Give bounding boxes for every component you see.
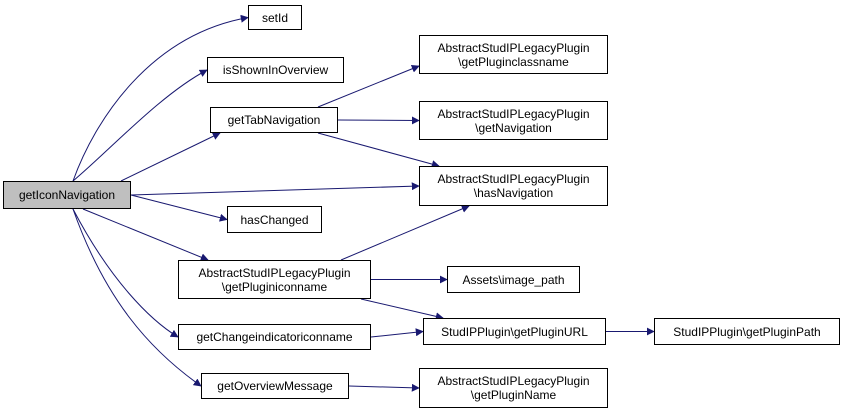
node-label: isShownInOverview (222, 63, 329, 77)
node-get-change-indicator-icon-name[interactable]: getChangeindicatoriconname (178, 324, 371, 350)
node-label: getOverviewMessage (217, 379, 333, 393)
node-label-line-1: AbstractStudIPLegacyPlugin (437, 172, 590, 186)
edge-root-to-hasNav (130, 182, 420, 196)
edge-root-to-overviewMsg (72, 208, 202, 387)
node-assets-image-path[interactable]: Assets\image_path (447, 266, 580, 293)
node-get-plugin-class-name[interactable]: AbstractStudIPLegacyPlugin \getPlugincla… (419, 35, 608, 74)
node-has-changed[interactable]: hasChanged (227, 206, 322, 233)
node-label: StudIPPlugin\getPluginURL (441, 324, 588, 339)
node-get-plugin-name[interactable]: AbstractStudIPLegacyPlugin \getPluginNam… (419, 368, 608, 408)
call-edges (72, 14, 655, 392)
node-label-line-2: \hasNavigation (473, 186, 554, 200)
edge-root-to-getTab (120, 132, 221, 182)
node-label: hasChanged (240, 212, 309, 227)
edge-root-to-hasChanged (130, 194, 228, 222)
node-get-overview-message[interactable]: getOverviewMessage (201, 373, 349, 399)
edge-getTab-to-getNav (337, 116, 420, 125)
node-get-plugin-path[interactable]: StudIPPlugin\getPluginPath (654, 318, 840, 345)
node-label-line-2: \getPluginiconname (221, 279, 328, 294)
node-get-plugin-icon-name[interactable]: AbstractStudIPLegacyPlugin \getPluginico… (178, 260, 371, 299)
node-get-plugin-url[interactable]: StudIPPlugin\getPluginURL (423, 318, 606, 345)
node-is-shown-in-overview[interactable]: isShownInOverview (207, 57, 344, 83)
node-set-id[interactable]: setId (248, 5, 302, 30)
node-label: getChangeindicatoriconname (196, 330, 353, 344)
node-label: setId (261, 10, 288, 25)
node-label-line-2: \getPluginName (470, 388, 557, 402)
edge-root-to-setId (72, 14, 249, 182)
node-has-navigation[interactable]: AbstractStudIPLegacyPlugin \hasNavigatio… (419, 166, 608, 206)
node-label: Assets\image_path (462, 272, 565, 287)
edge-getTab-to-hasNav (317, 132, 440, 168)
edge-root-to-changeInd (72, 208, 179, 338)
edge-overviewMsg-to-pluginName (348, 383, 420, 392)
node-get-icon-navigation[interactable]: getIconNavigation (3, 181, 131, 209)
node-label: getTabNavigation (227, 113, 321, 127)
node-label-line-2: \getNavigation (475, 120, 552, 135)
node-label-line-1: AbstractStudIPLegacyPlugin (437, 106, 590, 121)
edge-root-to-isShown (72, 69, 208, 182)
node-label: StudIPPlugin\getPluginPath (673, 324, 821, 339)
node-get-navigation[interactable]: AbstractStudIPLegacyPlugin \getNavigatio… (419, 101, 608, 140)
node-label-line-2: \getPluginclassname (458, 54, 569, 69)
node-label: getIconNavigation (18, 188, 116, 202)
node-get-tab-navigation[interactable]: getTabNavigation (210, 107, 338, 133)
edge-changeInd-to-pluginURL (370, 328, 424, 338)
node-label-line-1: AbstractStudIPLegacyPlugin (198, 265, 351, 280)
edge-pluginIcon-to-hasNav (340, 205, 470, 261)
node-label-line-1: AbstractStudIPLegacyPlugin (437, 374, 590, 388)
edge-root-to-pluginIcon (82, 208, 209, 261)
edge-getTab-to-pluginClass (317, 65, 420, 108)
edge-pluginIcon-to-pluginURL (360, 298, 444, 321)
node-label-line-1: AbstractStudIPLegacyPlugin (437, 40, 590, 55)
